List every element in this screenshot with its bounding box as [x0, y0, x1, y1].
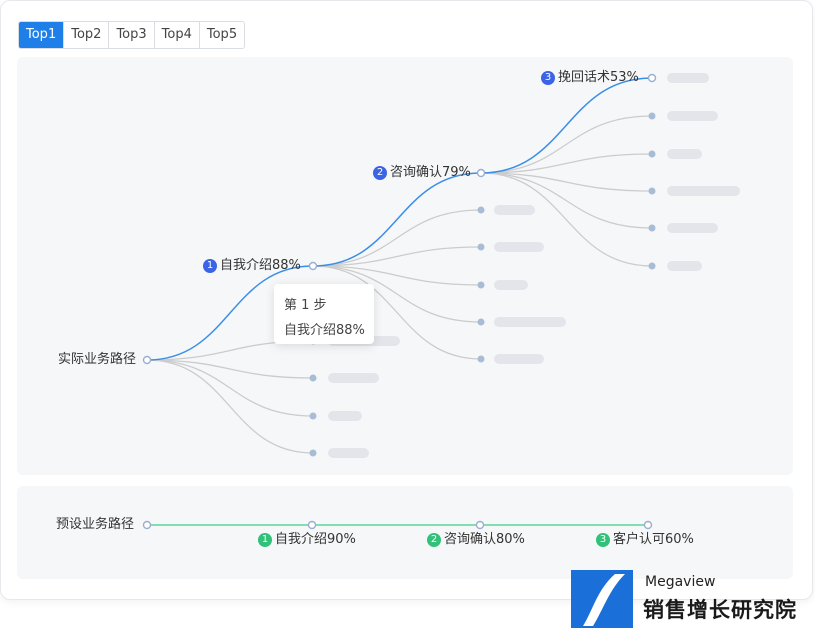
- actual-path-panel: [17, 57, 793, 475]
- step-label: 客户认可60%: [613, 532, 694, 547]
- placeholder-bar: [667, 186, 740, 196]
- placeholder-bar: [494, 242, 544, 252]
- step-number-badge: 1: [203, 259, 217, 273]
- placeholder-bar: [494, 205, 535, 215]
- leaf-dots: [309, 112, 656, 457]
- placeholder-bar: [328, 411, 362, 421]
- step-number-badge: 2: [373, 166, 387, 180]
- step-number-badge: 1: [258, 533, 272, 547]
- brand-watermark: Megaview 销售增长研究院: [571, 570, 815, 630]
- tab-top2[interactable]: Top2: [63, 22, 109, 48]
- placeholder-bar: [494, 280, 528, 290]
- step-label: 咨询确认80%: [444, 532, 525, 547]
- step-label: 挽回话术53%: [558, 70, 639, 85]
- step-number-badge: 2: [427, 533, 441, 547]
- step-label: 自我介绍88%: [220, 258, 301, 273]
- placeholder-bar: [667, 149, 702, 159]
- highlight-path: [146, 77, 653, 361]
- step-label: 自我介绍90%: [275, 532, 356, 547]
- step2-branches: [480, 115, 653, 267]
- tooltip-title: 第 1 步: [284, 298, 327, 313]
- megaview-logo-icon: [571, 570, 633, 628]
- step-tooltip: 第 1 步 自我介绍88%: [274, 284, 374, 344]
- placeholder-bar: [494, 317, 566, 327]
- brand-name-en: Megaview: [645, 574, 716, 590]
- tab-top1[interactable]: Top1: [19, 22, 64, 48]
- placeholder-bar: [328, 373, 379, 383]
- tooltip-value: 自我介绍88%: [284, 323, 365, 338]
- root-branches: [146, 340, 314, 454]
- tab-top3[interactable]: Top3: [108, 22, 154, 48]
- placeholder-bar: [494, 354, 544, 364]
- main-nodes: [142, 73, 657, 365]
- placeholder-bar: [667, 111, 718, 121]
- step-label: 咨询确认79%: [390, 165, 471, 180]
- placeholder-bar: [328, 448, 369, 458]
- placeholder-bar: [667, 261, 702, 271]
- placeholder-bar: [667, 223, 718, 233]
- step1-branches: [312, 209, 482, 360]
- preset-nodes: [142, 520, 653, 530]
- tab-top4[interactable]: Top4: [153, 22, 199, 48]
- preset-path-root-label: 预设业务路径: [56, 517, 135, 532]
- tab-top5[interactable]: Top5: [198, 22, 245, 48]
- step-number-badge: 3: [541, 71, 555, 85]
- actual-path-root-label: 实际业务路径: [58, 352, 137, 367]
- step-number-badge: 3: [596, 533, 610, 547]
- top-tabs: Top1 Top2 Top3 Top4 Top5: [18, 21, 246, 49]
- preset-path-panel: [17, 486, 793, 579]
- placeholder-bar: [667, 73, 709, 83]
- brand-name-cn: 销售增长研究院: [643, 598, 797, 622]
